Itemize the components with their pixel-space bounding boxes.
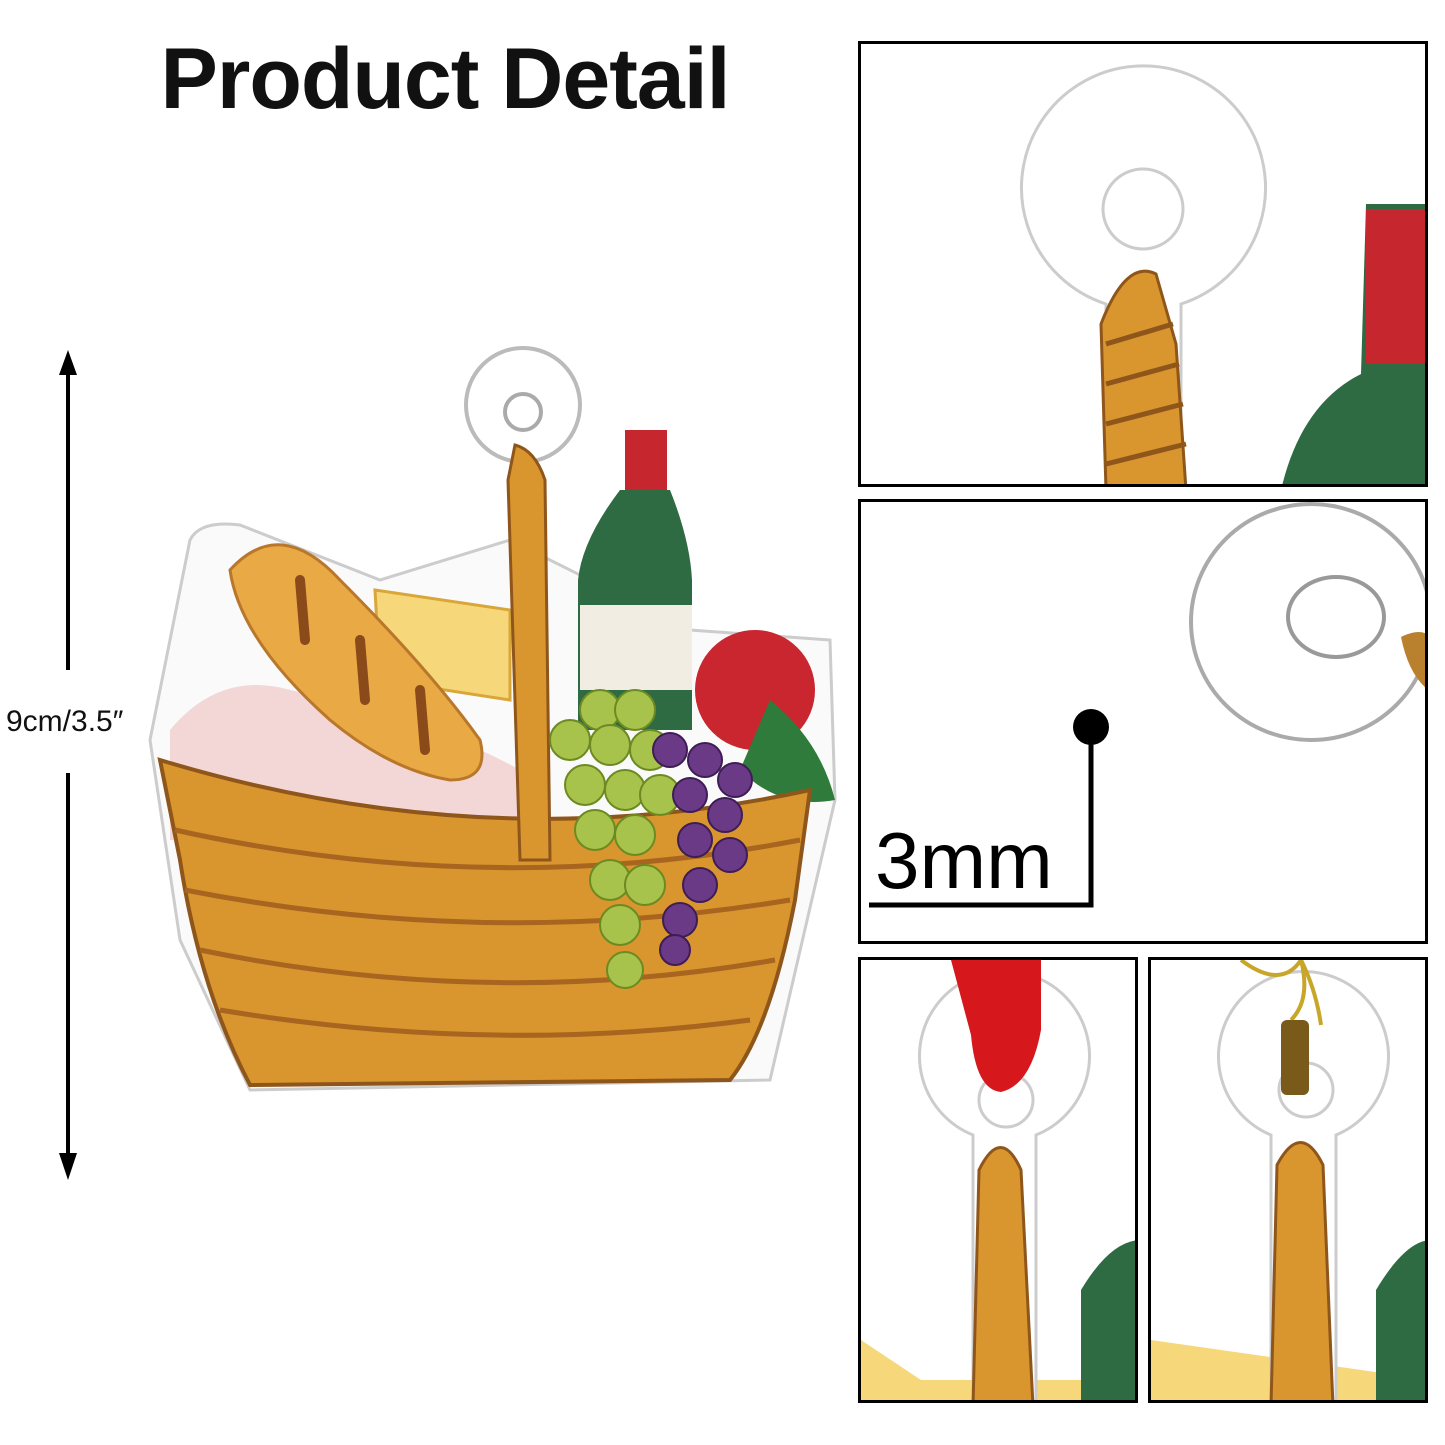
dimension-arrow-icon xyxy=(59,350,77,1180)
gold-string-ornament-image xyxy=(1151,960,1425,1400)
red-ribbon-option-panel xyxy=(858,957,1138,1403)
height-dimension-label: 9cm/3.5″ xyxy=(6,705,124,738)
gold-string-option-panel xyxy=(1148,957,1428,1403)
thickness-closeup-image xyxy=(869,502,1425,908)
hole-closeup-panel xyxy=(858,41,1428,487)
red-ribbon-ornament-image xyxy=(861,960,1135,1400)
thickness-closeup-panel xyxy=(858,499,1428,944)
hole-closeup-image xyxy=(1020,64,1425,484)
page-title: Product Detail xyxy=(160,31,731,127)
thickness-label: 3mm xyxy=(875,816,1053,905)
picnic-basket-ornament-image xyxy=(148,346,837,1092)
